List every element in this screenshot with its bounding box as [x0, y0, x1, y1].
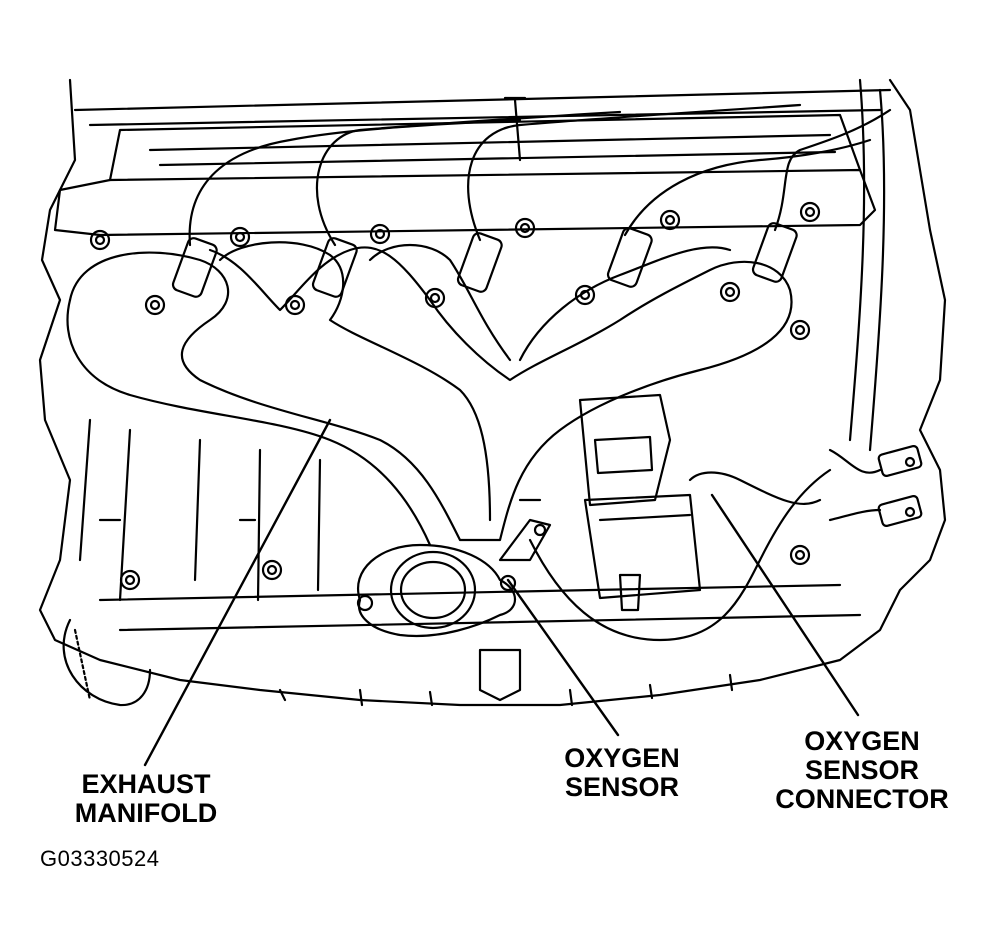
label-line: OXYGEN — [804, 726, 920, 756]
label-line: SENSOR — [564, 772, 680, 802]
label-line: CONNECTOR — [775, 784, 949, 814]
label-line: EXHAUST — [81, 769, 211, 799]
bracket — [578, 393, 672, 507]
flywheel — [62, 618, 152, 707]
label-line: SENSOR — [804, 755, 920, 785]
spark-plug-wire — [467, 103, 802, 242]
label-line: OXYGEN — [564, 743, 680, 773]
leader-oxygen-sensor — [506, 578, 620, 737]
oxygen-sensor-connector — [828, 444, 923, 528]
manifold-outlet-flange — [356, 543, 517, 637]
leader-exhaust-manifold — [143, 418, 332, 767]
label-oxygen-sensor-connector: OXYGEN SENSOR CONNECTOR — [752, 727, 972, 814]
label-line: MANIFOLD — [74, 798, 218, 828]
spark-plug-wire — [623, 138, 872, 237]
spark-plug-wire — [315, 110, 622, 247]
spark-plug-boots — [171, 222, 798, 298]
label-oxygen-sensor: OXYGEN SENSOR — [542, 744, 702, 802]
engine-block — [38, 78, 947, 707]
figure-id: G03330524 — [40, 846, 160, 871]
flange-bolts — [89, 201, 821, 341]
valve-cover — [53, 168, 877, 237]
starter-box — [583, 493, 702, 600]
oxygen-sensor — [498, 518, 552, 562]
label-exhaust-manifold: EXHAUST MANIFOLD — [56, 770, 236, 828]
leader-oxygen-sensor-connector — [710, 493, 860, 717]
spark-plug-wire — [188, 118, 522, 247]
exhaust-manifold — [68, 246, 793, 542]
oxygen-sensor-wire — [528, 468, 832, 642]
